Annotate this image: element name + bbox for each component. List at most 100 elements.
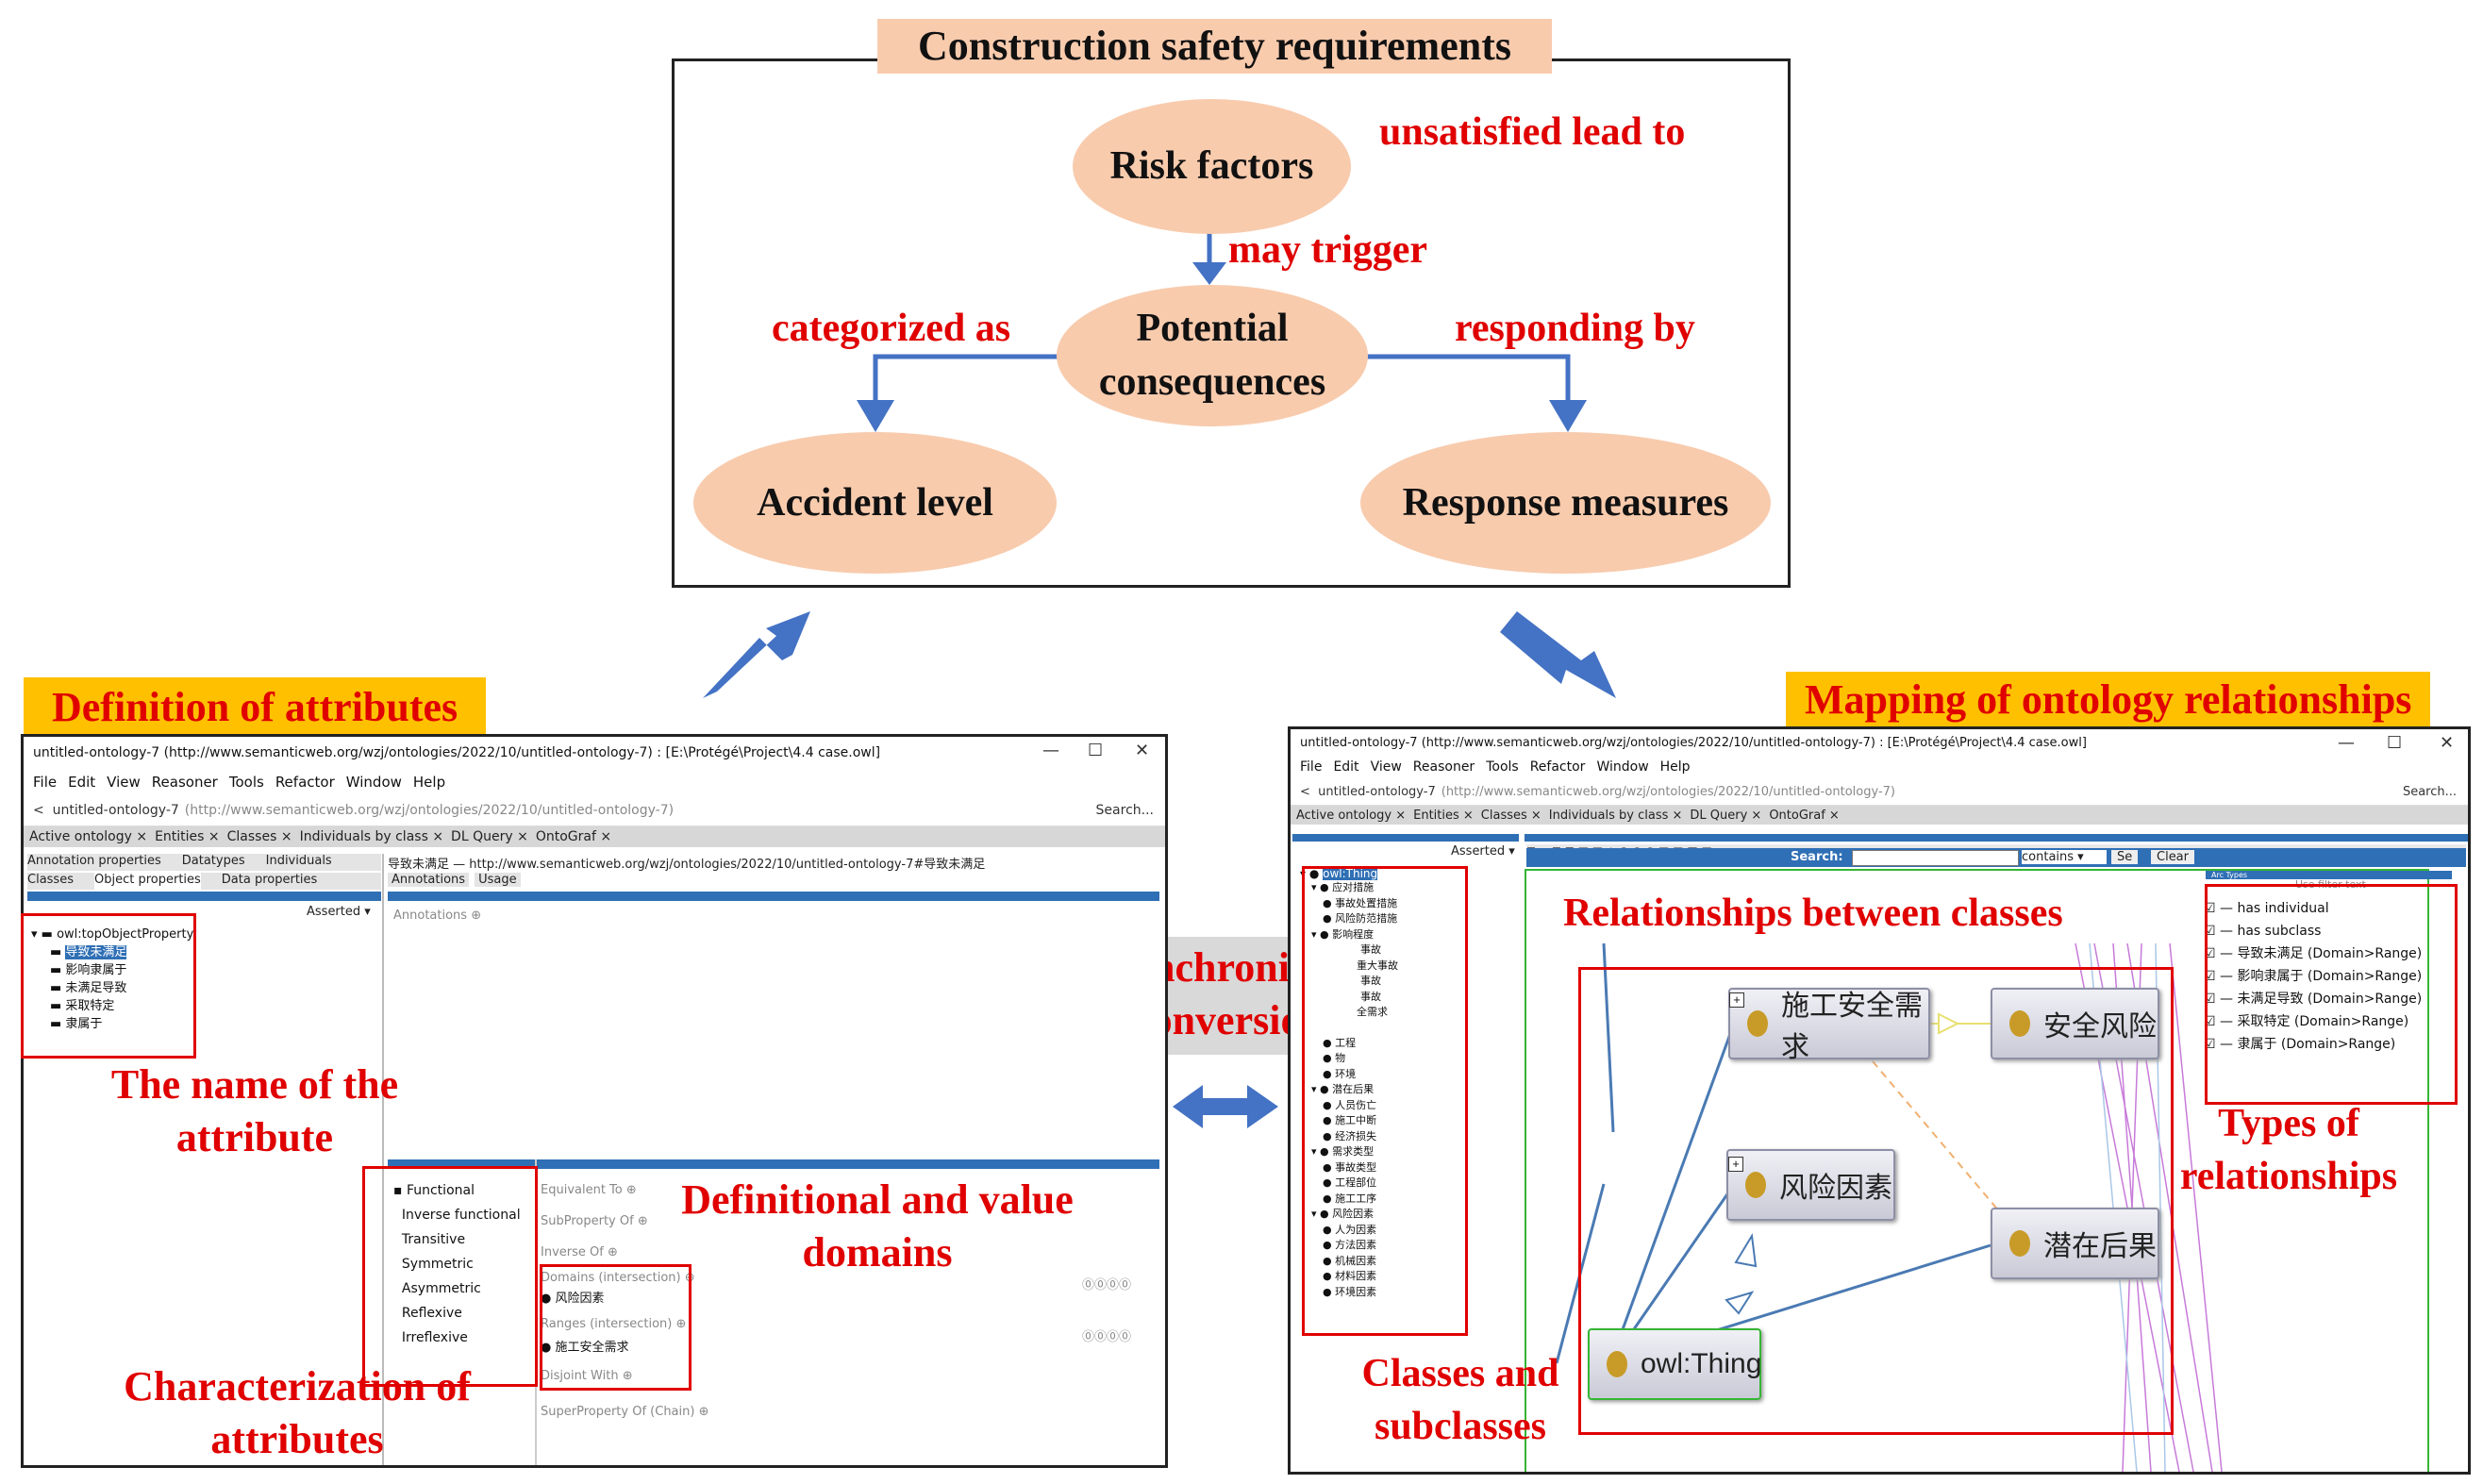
graph-search-input[interactable] — [1852, 850, 2019, 866]
tree-item[interactable]: ● 物 — [1323, 1052, 1346, 1064]
tab-annotations[interactable]: Annotations — [388, 873, 470, 887]
chk-irreflexive[interactable]: Irreflexive — [401, 1330, 468, 1345]
search-button[interactable]: Search... — [1095, 803, 1154, 818]
ranges[interactable]: Ranges (intersection) ⊕ — [541, 1317, 687, 1331]
disjoint-with[interactable]: Disjoint With ⊕ — [541, 1369, 633, 1383]
chk-reflexive[interactable]: Reflexive — [401, 1306, 462, 1321]
rel-item[interactable]: ☑ — 隶属于 (Domain>Range) — [2204, 1037, 2396, 1052]
tab-ontograf[interactable]: OntoGraf × — [1769, 808, 1840, 823]
tab-usage[interactable]: Usage — [475, 873, 521, 887]
asserted-select[interactable]: Asserted ▾ — [307, 905, 371, 919]
rel-item[interactable]: ☑ — 导致未满足 (Domain>Range) — [2204, 946, 2423, 961]
menu-tools[interactable]: Tools — [1486, 759, 1519, 775]
back-icon[interactable]: < — [33, 803, 53, 818]
subtab-object-properties[interactable]: Object properties — [93, 873, 201, 890]
graph-node-root[interactable]: owl:Thing — [1588, 1328, 1761, 1400]
menu-window[interactable]: Window — [345, 774, 402, 791]
rel-item[interactable]: ☑ — 未满足导致 (Domain>Range) — [2204, 992, 2423, 1007]
tree-item[interactable]: 事故 — [1360, 975, 1381, 987]
menu-file[interactable]: File — [33, 774, 58, 791]
menu-help[interactable]: Help — [1659, 759, 1691, 775]
back-icon[interactable]: < — [1300, 784, 1319, 799]
graph-node[interactable]: 潜在后果 — [1991, 1208, 2159, 1279]
tree-item[interactable]: ● 施工工序 — [1323, 1192, 1377, 1205]
subproperty-of[interactable]: SubProperty Of ⊕ — [541, 1214, 648, 1228]
tree-item[interactable]: ▬ 导致未满足 — [50, 945, 127, 959]
tree-item[interactable]: ● 事故类型 — [1323, 1160, 1377, 1174]
tree-item[interactable]: ▬ 隶属于 — [50, 1017, 103, 1031]
tree-item[interactable]: ▾ ● 影响程度 — [1311, 927, 1375, 941]
asserted-select[interactable]: Asserted ▾ — [1451, 844, 1515, 859]
menu-window[interactable]: Window — [1596, 759, 1649, 775]
tree-item[interactable]: 事故 — [1360, 990, 1381, 1003]
range-action-icons[interactable]: ⓪⓪⓪⓪ — [1082, 1330, 1132, 1344]
menu-file[interactable]: File — [1300, 759, 1323, 775]
tree-item[interactable]: 事故 — [1360, 943, 1381, 956]
graph-node[interactable]: 风险因素 — [1726, 1149, 1895, 1221]
ontology-name[interactable]: untitled-ontology-7 — [52, 803, 179, 818]
range-value[interactable]: ● 施工安全需求 — [541, 1341, 629, 1355]
chk-transitive[interactable]: Transitive — [401, 1232, 466, 1247]
maximize-icon[interactable]: ☐ — [1088, 741, 1104, 760]
tree-root[interactable]: ▾ ● owl:Thing — [1300, 867, 1378, 880]
tree-item[interactable]: ● 经济损失 — [1323, 1129, 1377, 1142]
tree-item[interactable]: ▬ 未满足导致 — [50, 981, 127, 995]
domain-value[interactable]: ● 风险因素 — [541, 1292, 605, 1306]
tree-item[interactable]: ● 环境 — [1323, 1067, 1357, 1080]
chk-asymmetric[interactable]: Asymmetric — [401, 1281, 481, 1296]
rel-item[interactable]: ☑ — has subclass — [2204, 924, 2322, 939]
expand-icon[interactable]: + — [1729, 992, 1744, 1008]
clear-button[interactable]: Clear — [2151, 850, 2194, 864]
tree-item[interactable]: ▾ ● 需求类型 — [1311, 1145, 1375, 1158]
menu-refactor[interactable]: Refactor — [1529, 759, 1586, 775]
close-icon[interactable]: ✕ — [1135, 741, 1150, 760]
tree-item[interactable]: ● 方法因素 — [1323, 1239, 1377, 1251]
tree-item[interactable]: ● 人为因素 — [1323, 1223, 1377, 1236]
tab-active-ontology[interactable]: Active ontology × — [1296, 808, 1407, 823]
subtab-data-properties[interactable]: Data properties — [221, 873, 318, 887]
tree-item[interactable]: ● 机械因素 — [1323, 1254, 1377, 1267]
tab-ontograf[interactable]: OntoGraf × — [535, 829, 612, 844]
minimize-icon[interactable]: — — [2338, 733, 2355, 753]
tree-item[interactable]: ● 风险防范措施 — [1323, 912, 1398, 925]
expand-icon[interactable]: + — [1728, 1157, 1743, 1172]
subtab-datatypes[interactable]: Datatypes — [181, 854, 245, 868]
tab-individuals[interactable]: Individuals by class × — [299, 829, 444, 844]
menu-edit[interactable]: Edit — [1333, 759, 1359, 775]
graph-node[interactable]: 安全风险 — [1991, 988, 2159, 1059]
tree-item[interactable]: ▾ ● 潜在后果 — [1311, 1083, 1375, 1095]
graph-node[interactable]: 施工安全需求 — [1728, 988, 1930, 1063]
chk-symmetric[interactable]: Symmetric — [401, 1257, 474, 1272]
tree-item[interactable]: ▾ ● 风险因素 — [1311, 1208, 1375, 1220]
tree-item[interactable]: ▾ ● 应对措施 — [1311, 881, 1375, 893]
search-go-button[interactable]: Se — [2111, 850, 2139, 864]
inverse-of[interactable]: Inverse Of ⊕ — [541, 1245, 618, 1259]
tree-item[interactable]: ▬ 采取特定 — [50, 999, 115, 1013]
tree-item[interactable]: ● 工程 — [1323, 1036, 1357, 1049]
minimize-icon[interactable]: — — [1042, 741, 1059, 760]
menu-reasoner[interactable]: Reasoner — [1412, 759, 1475, 775]
menu-help[interactable]: Help — [412, 774, 446, 791]
menu-view[interactable]: View — [1370, 759, 1402, 775]
tree-item[interactable]: ● 工程部位 — [1323, 1176, 1377, 1189]
tab-dl-query[interactable]: DL Query × — [1690, 808, 1762, 823]
tab-entities[interactable]: Entities × — [155, 829, 220, 844]
contains-select[interactable]: contains ▾ — [2022, 850, 2107, 864]
menu-edit[interactable]: Edit — [68, 774, 96, 791]
domain-action-icons[interactable]: ⓪⓪⓪⓪ — [1082, 1278, 1132, 1292]
menu-refactor[interactable]: Refactor — [275, 774, 335, 791]
tab-classes[interactable]: Classes × — [1480, 808, 1541, 823]
tab-active-ontology[interactable]: Active ontology × — [29, 829, 148, 844]
ontology-name[interactable]: untitled-ontology-7 — [1318, 784, 1436, 799]
chk-inverse-functional[interactable]: Inverse functional — [401, 1208, 521, 1223]
rel-item[interactable]: ☑ — 影响隶属于 (Domain>Range) — [2204, 969, 2423, 984]
tree-item[interactable]: ● 材料因素 — [1323, 1270, 1377, 1282]
maximize-icon[interactable]: ☐ — [2387, 733, 2403, 753]
subtab-classes[interactable]: Classes — [27, 873, 74, 887]
rel-item[interactable]: ☑ — has individual — [2204, 901, 2329, 916]
subtab-annotation-properties[interactable]: Annotation properties — [27, 854, 161, 868]
tree-item[interactable]: ● 人员伤亡 — [1323, 1098, 1377, 1111]
tree-item[interactable]: ● 事故处置措施 — [1323, 896, 1398, 909]
equivalent-to[interactable]: Equivalent To ⊕ — [541, 1183, 637, 1197]
menu-reasoner[interactable]: Reasoner — [151, 774, 218, 791]
